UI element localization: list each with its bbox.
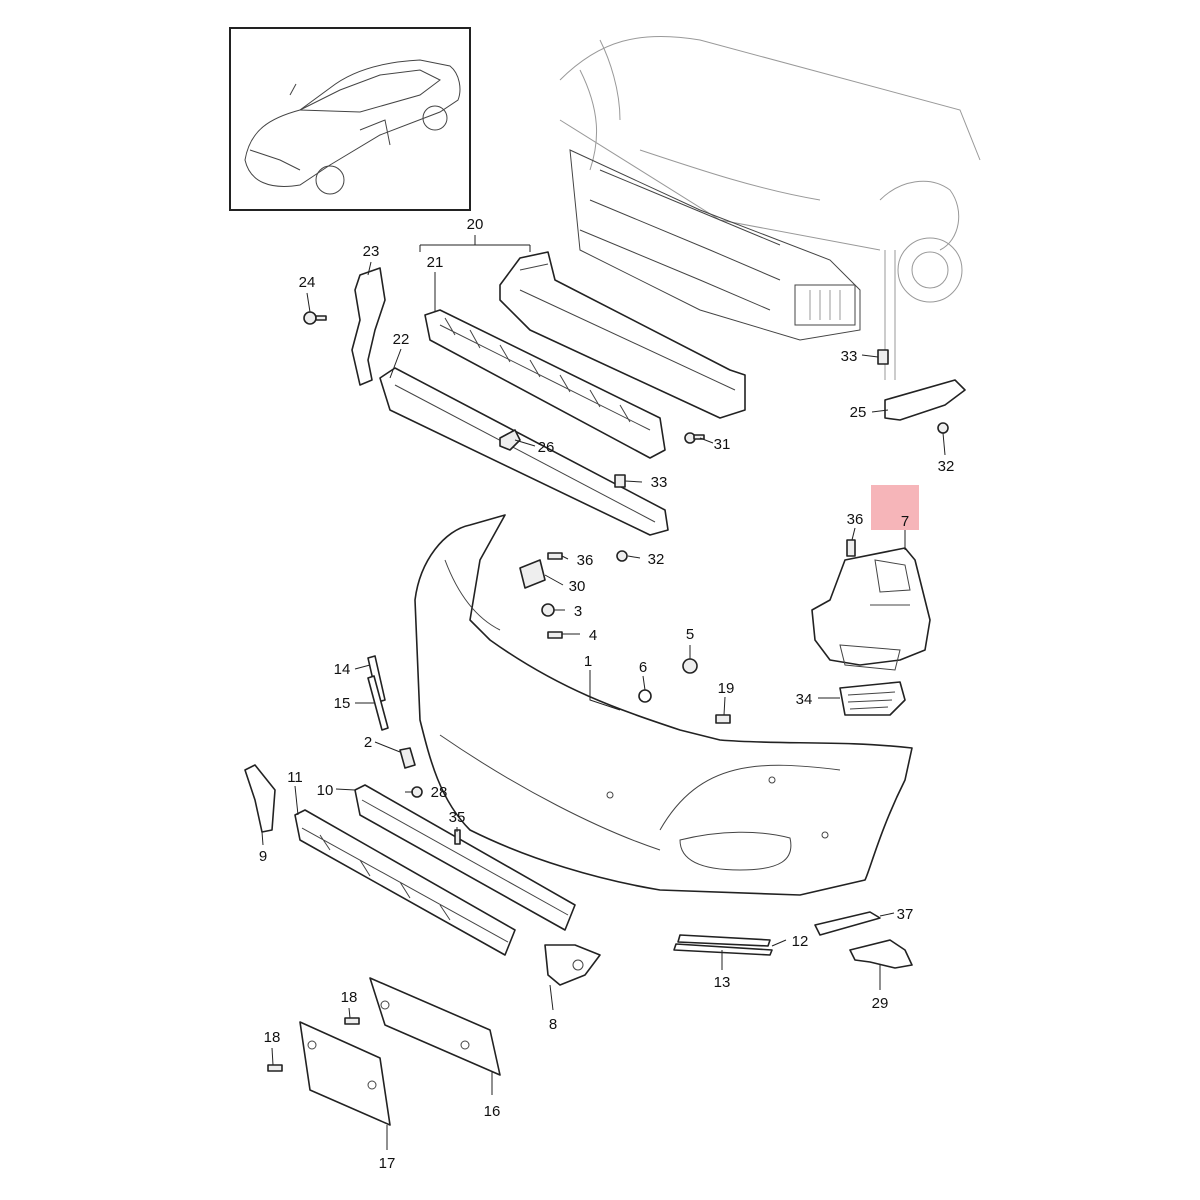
callout-26: 26 (538, 439, 555, 456)
callout-9: 9 (259, 848, 267, 865)
callout-7: 7 (901, 513, 909, 530)
bolt-32a (616, 550, 628, 562)
callout-16: 16 (484, 1103, 501, 1120)
callout-12: 12 (792, 933, 809, 950)
pin-19 (715, 714, 731, 724)
callout-33a: 33 (651, 474, 668, 491)
nut-3 (541, 603, 555, 617)
callout-36a: 36 (577, 552, 594, 569)
callout-11: 11 (287, 769, 303, 786)
nut-33b (877, 349, 889, 365)
callout-10: 10 (317, 782, 334, 799)
screw-35 (454, 829, 461, 845)
bolt-31 (684, 432, 705, 444)
ring-6 (638, 689, 652, 703)
callout-labels: 1 2 3 4 5 6 7 8 9 10 11 12 13 14 15 16 1… (259, 216, 955, 1172)
clip-36a (547, 552, 563, 560)
callout-18a: 18 (341, 989, 358, 1006)
side-bracket (351, 267, 386, 386)
bolt-24 (303, 311, 327, 325)
callout-22: 22 (393, 331, 410, 348)
bolt-32b (937, 422, 949, 434)
side-cover-9 (244, 764, 276, 833)
callout-21: 21 (427, 254, 444, 271)
leader-lines (261, 235, 946, 1150)
callout-1: 1 (584, 653, 592, 670)
callout-32a: 32 (648, 551, 665, 568)
callout-2: 2 (364, 734, 372, 751)
lower-cover-8 (544, 944, 601, 986)
callout-30: 30 (569, 578, 586, 595)
side-intake-frame (811, 547, 931, 671)
side-bracket-25 (884, 379, 966, 421)
bolt-4 (547, 631, 563, 639)
screw-18a (344, 1017, 360, 1025)
strip-14-15 (367, 655, 389, 731)
callout-25: 25 (850, 404, 867, 421)
clip-26 (499, 429, 521, 451)
clip-28 (411, 786, 423, 798)
callout-20: 20 (467, 216, 484, 233)
callout-36b: 36 (847, 511, 864, 528)
lower-beam (379, 367, 669, 536)
callout-37: 37 (897, 906, 914, 923)
license-plate-base-16 (369, 977, 501, 1076)
trim-37 (814, 911, 881, 936)
callout-33b: 33 (841, 348, 858, 365)
callout-17: 17 (379, 1155, 396, 1172)
bumper-cover (414, 514, 913, 896)
center-grille-11 (294, 809, 516, 956)
callout-4: 4 (589, 627, 597, 644)
callout-3: 3 (574, 603, 582, 620)
trim-12-13 (673, 934, 773, 956)
vehicle-thumbnail (229, 27, 471, 211)
center-grille-10 (354, 784, 576, 931)
highlight-box-part-7 (871, 485, 919, 530)
callout-13: 13 (714, 974, 731, 991)
callout-8: 8 (549, 1016, 557, 1033)
callout-6: 6 (639, 659, 647, 676)
callout-18b: 18 (264, 1029, 281, 1046)
callout-15: 15 (334, 695, 351, 712)
callout-31: 31 (714, 436, 731, 453)
screw-18b (267, 1064, 283, 1072)
sensor-5 (682, 658, 698, 674)
callout-5: 5 (686, 626, 694, 643)
clip-30 (519, 559, 546, 589)
license-plate-holder-17 (299, 1021, 391, 1126)
bracket-29 (849, 939, 913, 969)
callout-35: 35 (449, 809, 466, 826)
bumper-reinforcement (499, 251, 746, 419)
callout-23: 23 (363, 243, 380, 260)
vehicle-front-structure (559, 35, 981, 380)
intake-grille-34 (839, 681, 906, 716)
clip-2 (399, 747, 416, 769)
callout-24: 24 (299, 274, 316, 291)
callout-32b: 32 (938, 458, 955, 475)
callout-28: 28 (431, 784, 448, 801)
nut-33a (614, 474, 626, 488)
impact-absorber (424, 309, 666, 459)
callout-34: 34 (796, 691, 813, 708)
callout-14: 14 (334, 661, 351, 678)
clip-36b (846, 539, 856, 557)
callout-19: 19 (718, 680, 735, 697)
callout-29: 29 (872, 995, 889, 1012)
